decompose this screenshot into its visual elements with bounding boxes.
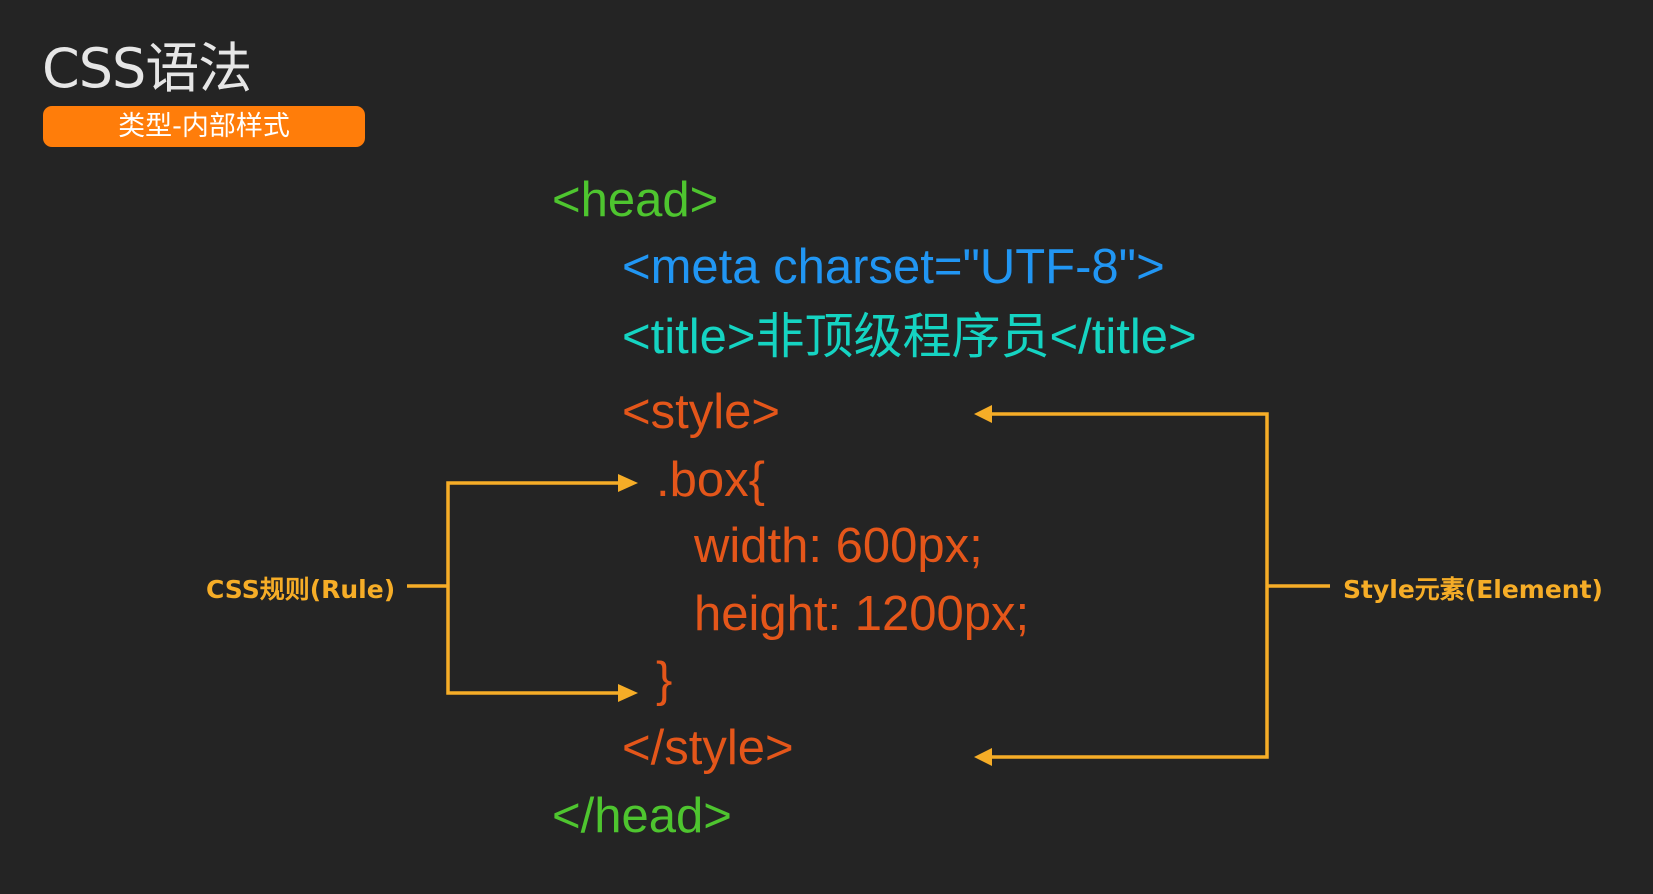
arrowhead-style-close bbox=[974, 748, 992, 766]
element-bracket-line bbox=[988, 412, 1269, 759]
code-selector: .box{ bbox=[656, 453, 765, 507]
code-brace-close: } bbox=[656, 653, 673, 707]
code-head-close: </head> bbox=[552, 789, 732, 843]
arrowhead-selector bbox=[618, 474, 638, 492]
arrowhead-style-open bbox=[974, 405, 992, 423]
slide-title: CSS语法 bbox=[42, 37, 252, 100]
code-meta: <meta charset="UTF-8"> bbox=[622, 240, 1165, 294]
css-rule-label: CSS规则(Rule) bbox=[206, 575, 396, 604]
rule-bracket-line bbox=[446, 481, 618, 695]
section-badge: 类型-内部样式 bbox=[43, 106, 365, 147]
arrowhead-brace bbox=[618, 684, 638, 702]
style-element-label: Style元素(Element) bbox=[1343, 575, 1603, 604]
code-style-open: <style> bbox=[622, 385, 780, 439]
code-head-open: <head> bbox=[552, 173, 719, 227]
code-title-tag: <title>非顶级程序员</title> bbox=[622, 310, 1197, 364]
code-width-declaration: width: 600px; bbox=[694, 519, 983, 573]
code-style-close: </style> bbox=[622, 721, 794, 775]
code-height-declaration: height: 1200px; bbox=[694, 587, 1030, 641]
